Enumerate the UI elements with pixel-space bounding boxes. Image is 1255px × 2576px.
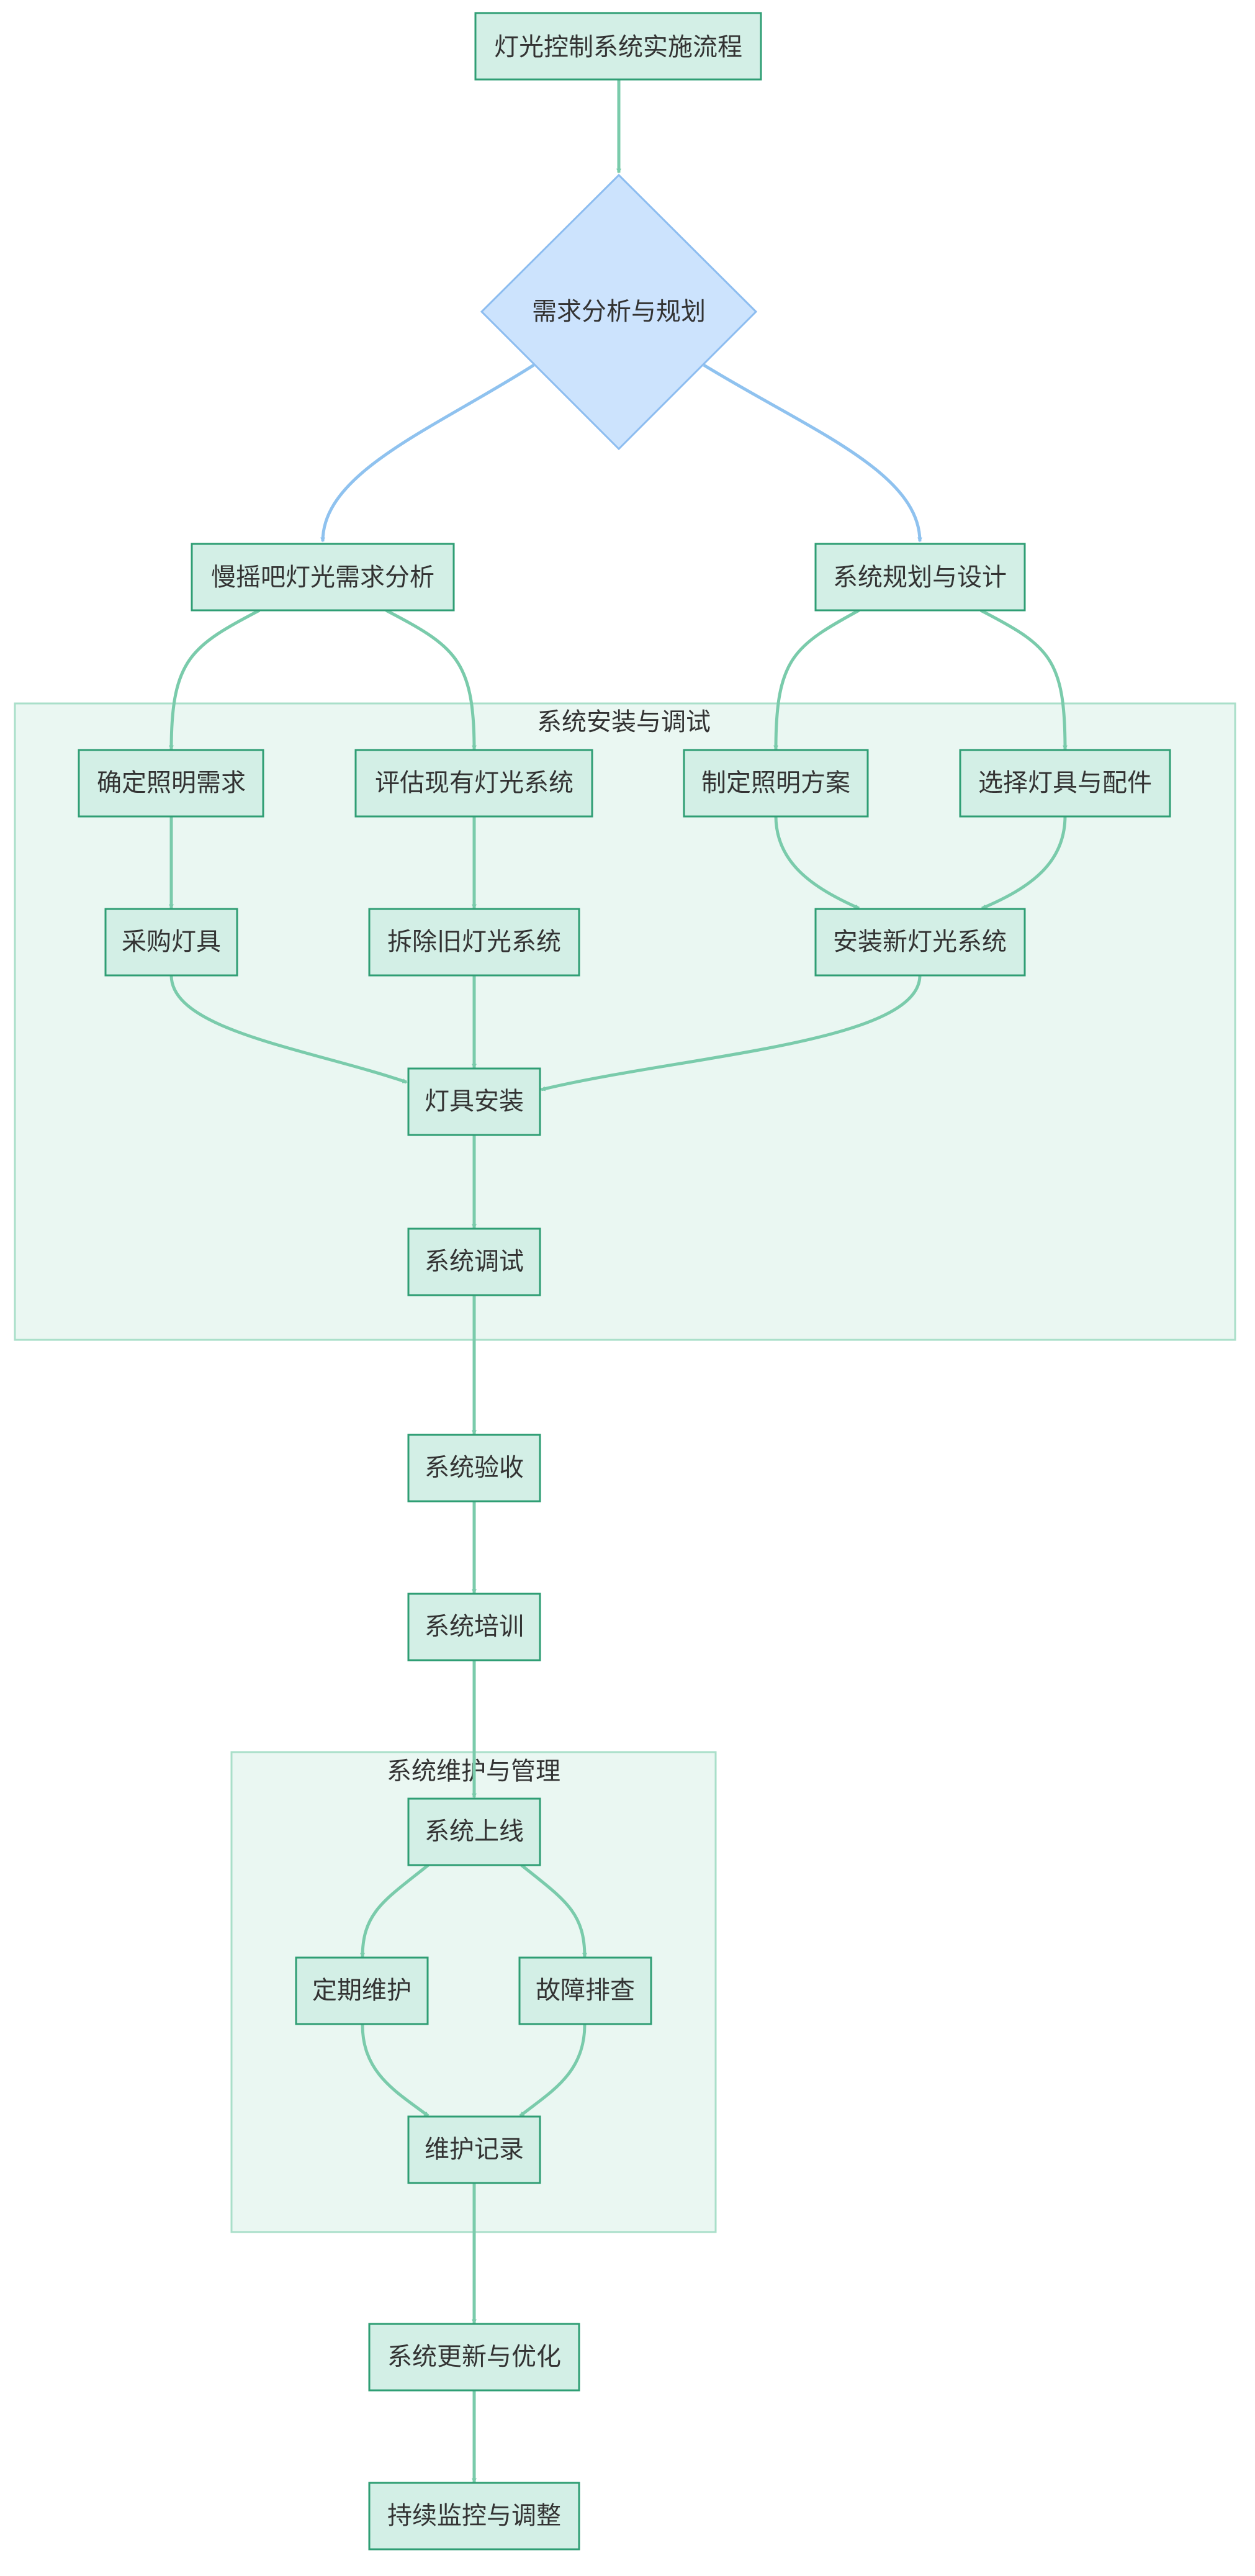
node-fixture-install-label: 灯具安装 bbox=[425, 1087, 524, 1116]
node-needs-label: 慢摇吧灯光需求分析 bbox=[211, 563, 434, 592]
node-update-label: 系统更新与优化 bbox=[387, 2343, 561, 2371]
node-monitor-label: 持续监控与调整 bbox=[387, 2501, 561, 2530]
edge-decision-design bbox=[703, 363, 922, 543]
node-plan: 制定照明方案 bbox=[683, 749, 869, 818]
node-online: 系统上线 bbox=[407, 1797, 541, 1866]
node-start: 灯光控制系统实施流程 bbox=[474, 12, 762, 81]
edges bbox=[169, 79, 1068, 2483]
node-record: 维护记录 bbox=[407, 2115, 541, 2184]
edge-purchase-fixture bbox=[169, 975, 408, 1084]
node-accept: 系统验收 bbox=[407, 1434, 541, 1503]
node-choose-label: 选择灯具与配件 bbox=[978, 769, 1152, 797]
cluster-install-title: 系统安装与调试 bbox=[537, 708, 711, 736]
node-train-label: 系统培训 bbox=[425, 1612, 524, 1641]
node-train: 系统培训 bbox=[407, 1593, 541, 1661]
node-needs: 慢摇吧灯光需求分析 bbox=[191, 543, 455, 612]
node-update: 系统更新与优化 bbox=[368, 2323, 580, 2392]
node-purchase: 采购灯具 bbox=[104, 908, 238, 977]
node-maintain: 定期维护 bbox=[295, 1956, 429, 2025]
node-remove: 拆除旧灯光系统 bbox=[368, 908, 580, 977]
edge-troubleshoot-record bbox=[519, 2024, 587, 2117]
node-choose: 选择灯具与配件 bbox=[959, 749, 1171, 818]
node-design-label: 系统规划与设计 bbox=[833, 563, 1007, 592]
node-confirm: 确定照明需求 bbox=[78, 749, 264, 818]
node-evaluate: 评估现有灯光系统 bbox=[354, 749, 593, 818]
node-confirm-label: 确定照明需求 bbox=[97, 769, 246, 797]
node-remove-label: 拆除旧灯光系统 bbox=[387, 928, 561, 956]
edge-maintain-record bbox=[361, 2024, 430, 2117]
node-install-new-label: 安装新灯光系统 bbox=[833, 928, 1007, 956]
node-troubleshoot: 故障排查 bbox=[518, 1956, 652, 2025]
node-purchase-label: 采购灯具 bbox=[122, 928, 221, 956]
edge-online-maintain bbox=[360, 1864, 430, 1958]
node-install-new: 安装新灯光系统 bbox=[814, 908, 1026, 977]
node-decision-label: 需求分析与规划 bbox=[532, 297, 706, 326]
node-debug-label: 系统调试 bbox=[425, 1247, 524, 1276]
edge-choose-install-new bbox=[981, 815, 1067, 910]
edge-design-choose bbox=[979, 608, 1068, 751]
node-design: 系统规划与设计 bbox=[814, 543, 1026, 612]
edge-install-new-fixture bbox=[540, 975, 922, 1091]
edge-needs-evaluate bbox=[385, 608, 477, 751]
node-maintain-label: 定期维护 bbox=[312, 1976, 412, 2005]
node-record-label: 维护记录 bbox=[425, 2135, 524, 2164]
edge-design-plan bbox=[773, 608, 860, 751]
edge-plan-install-new bbox=[774, 815, 860, 910]
node-troubleshoot-label: 故障排查 bbox=[536, 1976, 635, 2005]
node-decision: 需求分析与规划 bbox=[480, 173, 758, 451]
node-start-label: 灯光控制系统实施流程 bbox=[494, 33, 742, 61]
node-debug: 系统调试 bbox=[407, 1227, 541, 1296]
node-plan-label: 制定照明方案 bbox=[701, 769, 850, 797]
edge-online-troubleshoot bbox=[520, 1864, 587, 1958]
node-evaluate-label: 评估现有灯光系统 bbox=[375, 769, 574, 797]
edge-needs-confirm bbox=[169, 608, 261, 751]
node-fixture-install: 灯具安装 bbox=[407, 1067, 541, 1136]
node-online-label: 系统上线 bbox=[425, 1817, 524, 1846]
edge-decision-needs bbox=[320, 363, 535, 543]
node-monitor: 持续监控与调整 bbox=[368, 2482, 580, 2551]
node-accept-label: 系统验收 bbox=[425, 1453, 524, 1482]
